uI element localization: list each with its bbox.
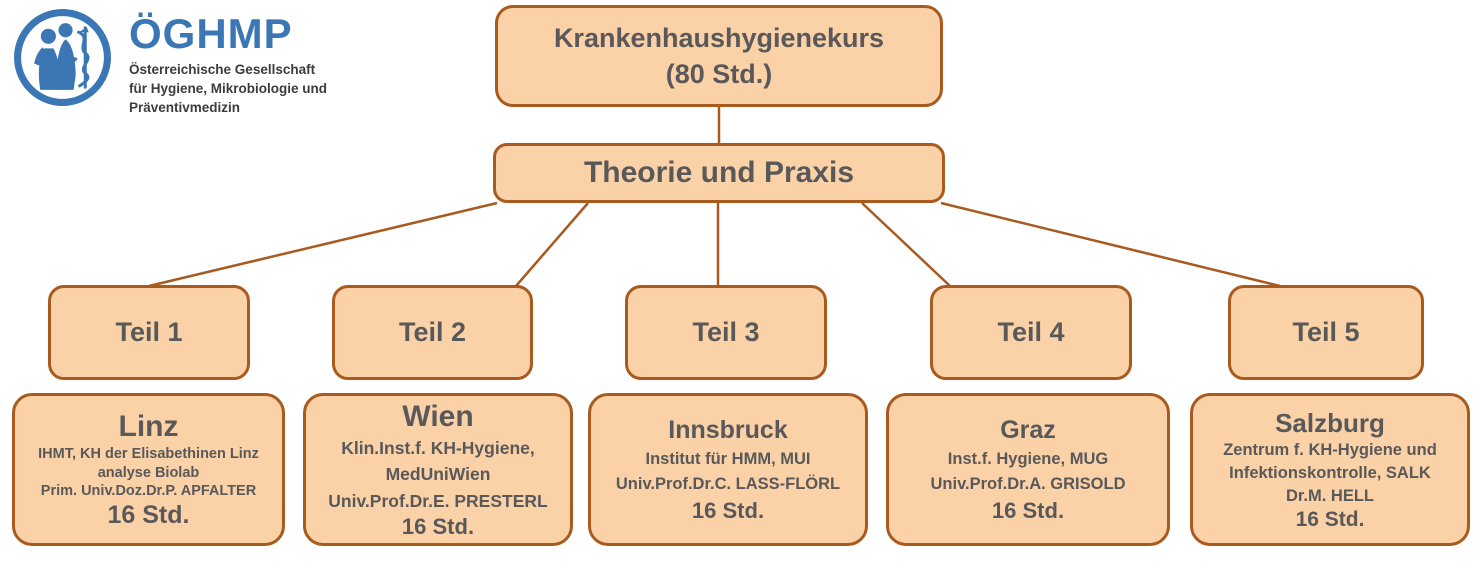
node-course-title: Krankenhaushygienekurs (80 Std.) bbox=[495, 5, 943, 107]
node-teil-4: Teil 4 bbox=[930, 285, 1132, 380]
connector-theorie-teil4 bbox=[861, 202, 951, 287]
course-title-line1: Krankenhaushygienekurs bbox=[553, 22, 885, 53]
connector-theorie-teil5 bbox=[940, 201, 1281, 288]
node-teil-1: Teil 1 bbox=[48, 285, 250, 380]
connector-theorie-teil1 bbox=[148, 201, 498, 288]
oeghmp-logo-icon bbox=[14, 9, 111, 106]
node-teil-2: Teil 2 bbox=[332, 285, 533, 380]
location-hours: 16 Std. bbox=[991, 497, 1065, 523]
logo-acronym: ÖGHMP bbox=[129, 10, 293, 57]
node-teil-3: Teil 3 bbox=[625, 285, 827, 380]
node-teil-5: Teil 5 bbox=[1228, 285, 1424, 380]
location-hours: 16 Std. bbox=[401, 513, 475, 539]
location-hours: 16 Std. bbox=[1295, 508, 1365, 532]
course-title-line2: (80 Std.) bbox=[665, 59, 773, 89]
location-city: Innsbruck bbox=[668, 415, 788, 444]
location-city: Linz bbox=[118, 409, 179, 443]
location-city: Salzburg bbox=[1275, 407, 1385, 438]
location-hours: 16 Std. bbox=[691, 497, 765, 523]
location-city: Graz bbox=[1000, 415, 1056, 444]
node-theorie-praxis: Theorie und Praxis bbox=[493, 143, 945, 203]
connector-theorie-teil2 bbox=[515, 202, 589, 287]
location-city: Wien bbox=[402, 400, 474, 434]
location-hours: 16 Std. bbox=[107, 501, 190, 530]
